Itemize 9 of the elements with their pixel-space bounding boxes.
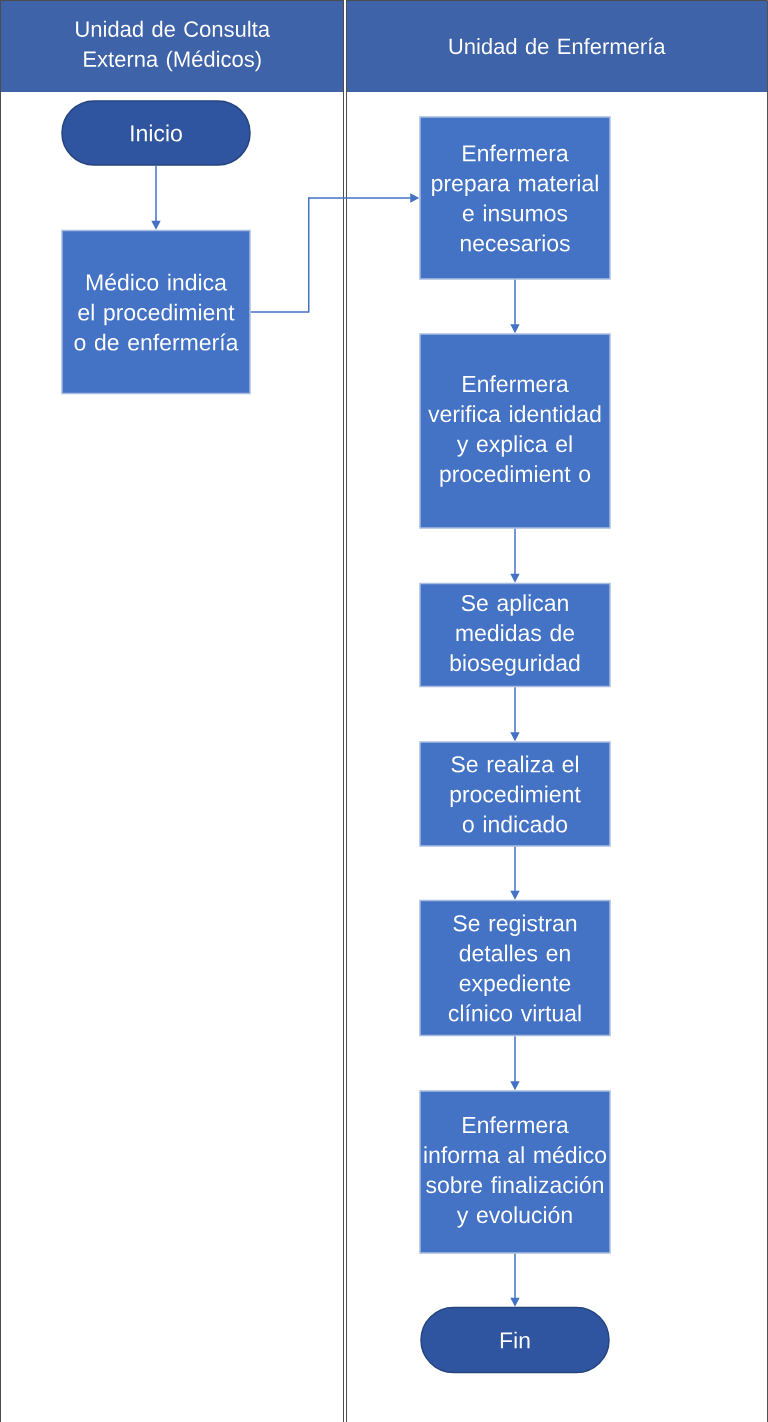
process-box: Se registran detalles en expediente clínico virtual <box>419 899 611 1037</box>
process-box: Enfermera verifica identidad y explica el procedimient o <box>419 333 611 529</box>
process-box: Médico indica el procedimient o de enfermería <box>61 229 251 395</box>
process-box: Enfermera informa al médico sobre finalización y evolución <box>419 1090 611 1254</box>
terminal: Inicio <box>61 100 251 166</box>
process-box: Se aplican medidas de bioseguridad <box>419 582 611 688</box>
process-box: Se realiza el procedimient o indicado <box>419 741 611 847</box>
process-box: Enfermera prepara material e insumos necesarios <box>419 116 611 280</box>
terminal: Fin <box>420 1306 610 1374</box>
